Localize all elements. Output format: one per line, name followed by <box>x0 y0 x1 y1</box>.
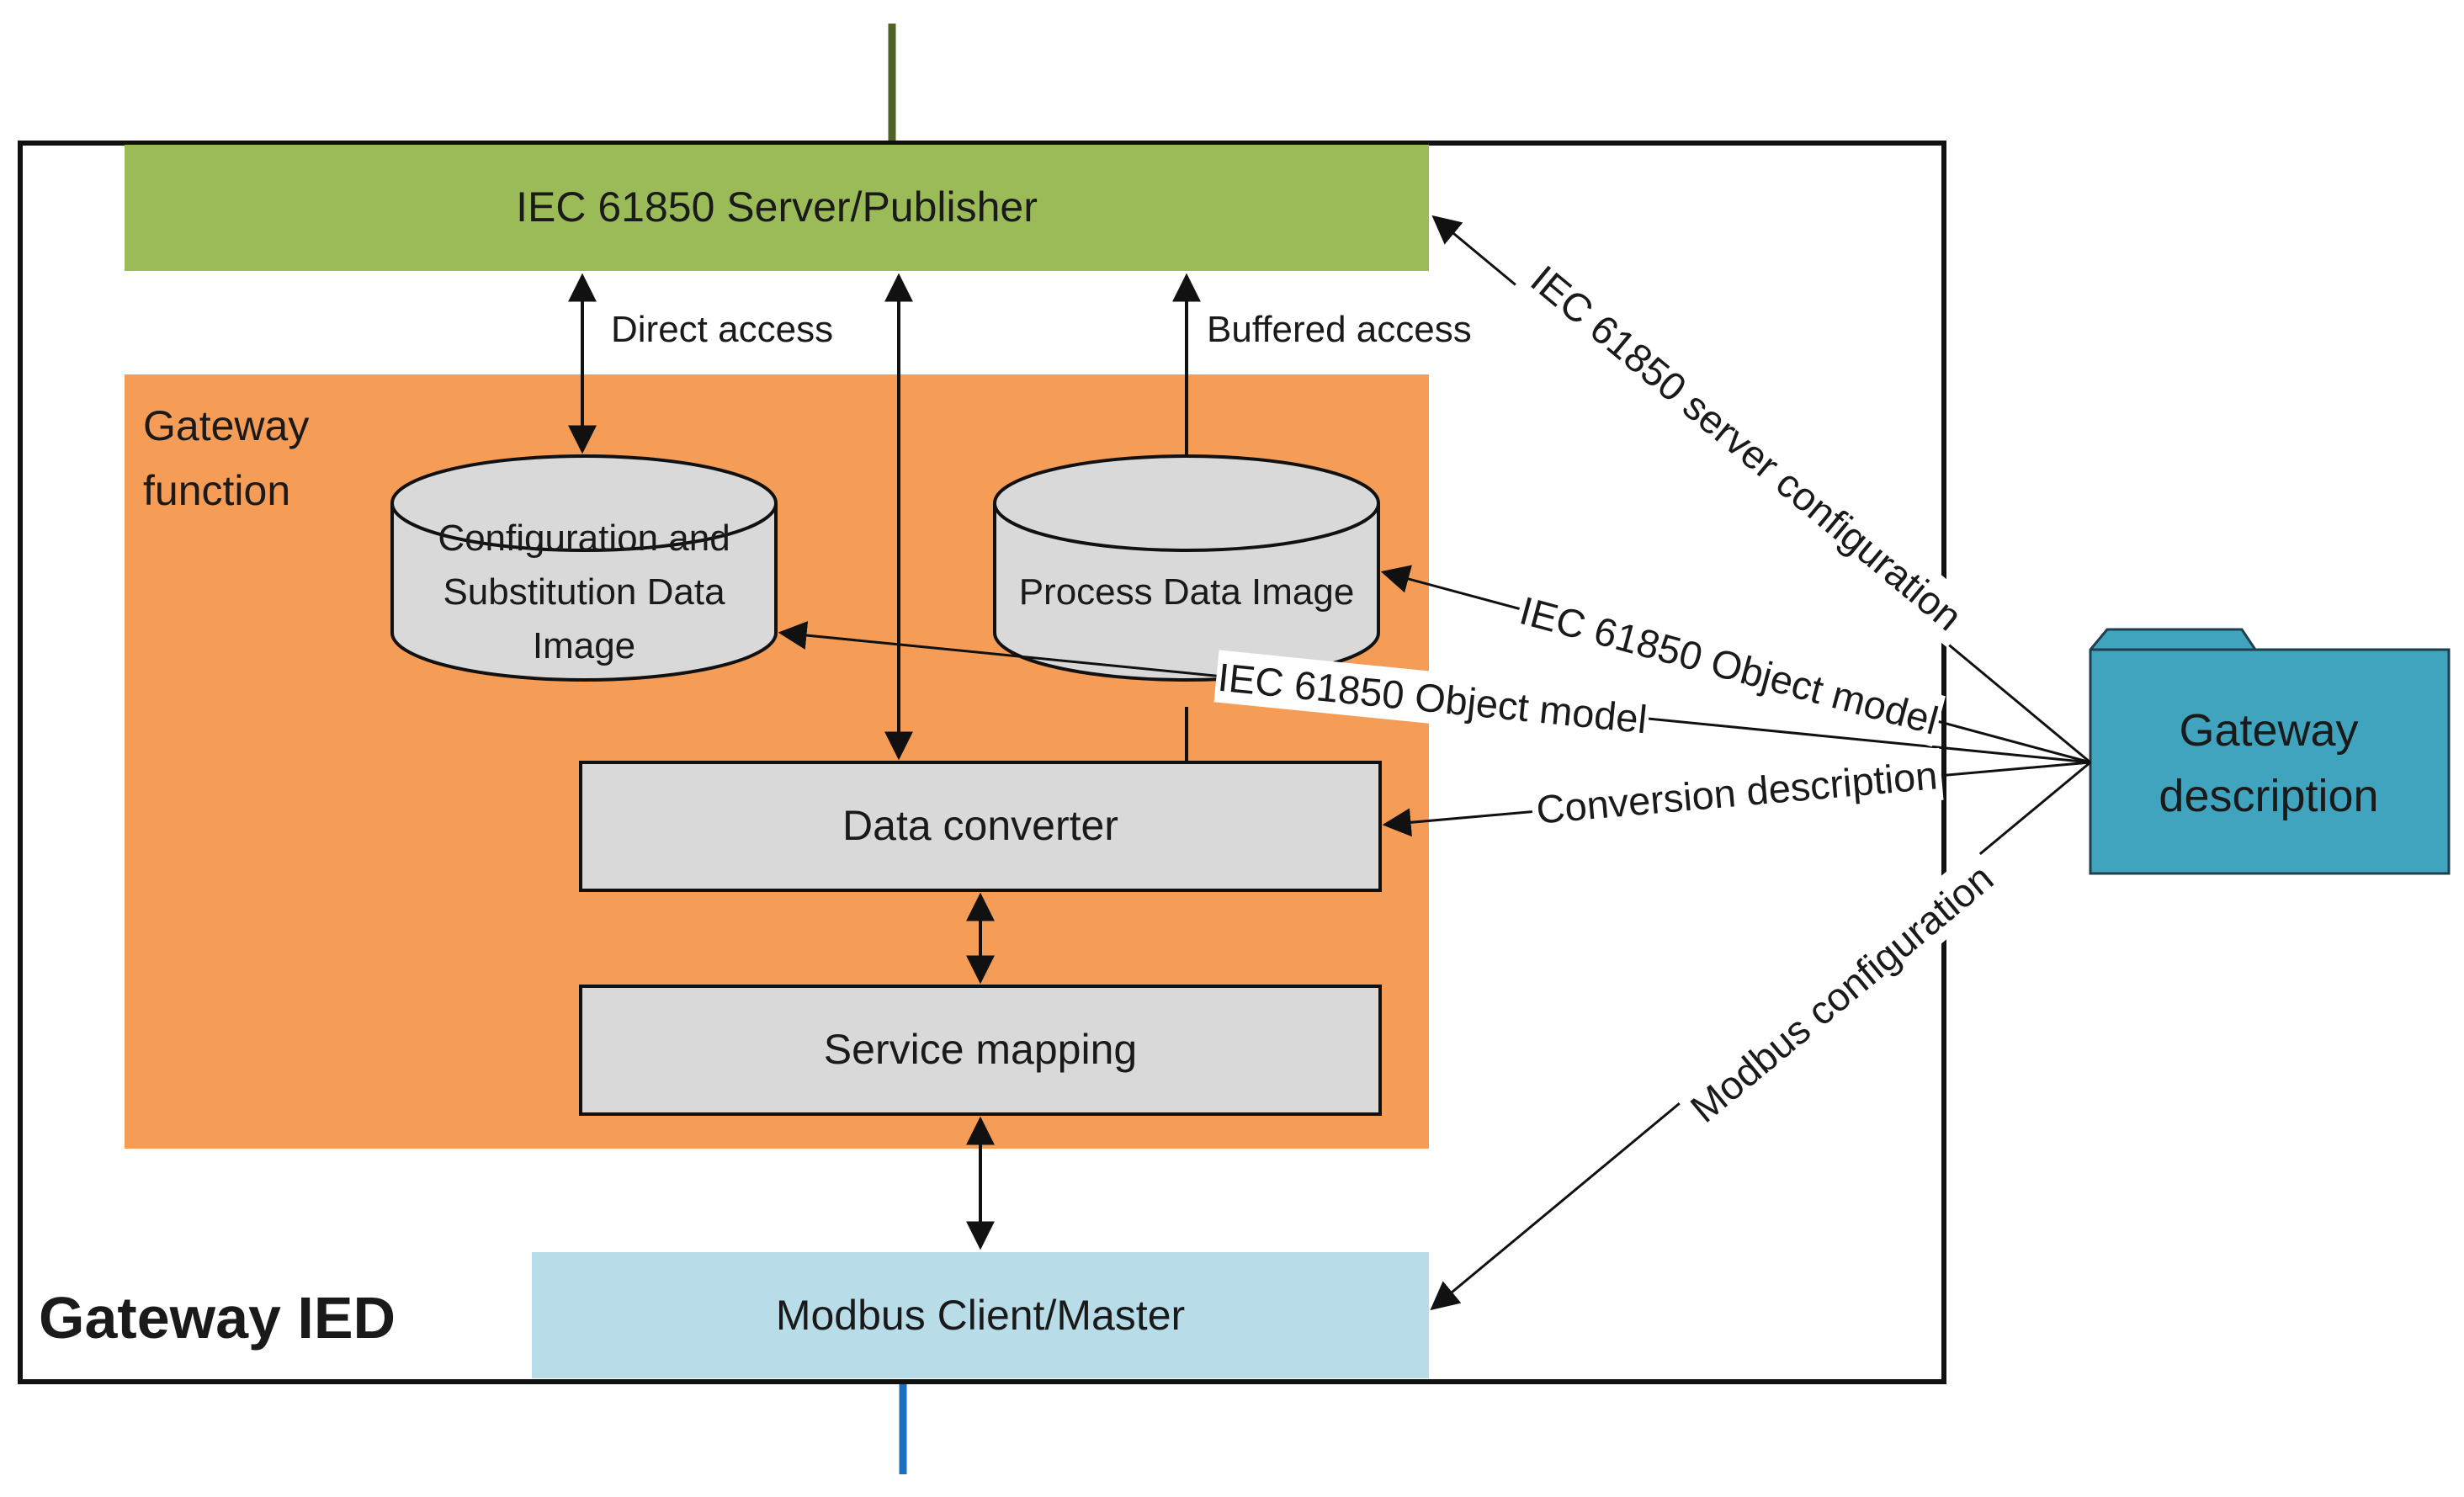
gateway-description-label: description <box>2159 771 2378 821</box>
modbus-client-label: Modbus Client/Master <box>776 1292 1185 1339</box>
direct-access-label: Direct access <box>611 309 833 350</box>
server-publisher-box <box>125 145 1429 271</box>
conversion-description-label: Conversion description <box>1534 752 1939 831</box>
data-converter-box <box>579 761 1382 892</box>
config-data-image-cylinder: Configuration and Substitution Data Imag… <box>390 454 778 682</box>
gateway-description-folder: Gateway description <box>2089 628 2451 875</box>
service-mapping-label: Service mapping <box>824 1026 1137 1073</box>
server-publisher-label: IEC 61850 Server/Publisher <box>516 183 1038 231</box>
config-data-image-label: Substitution Data <box>443 571 725 613</box>
service-mapping-box <box>579 985 1382 1116</box>
gateway-function-label: function <box>143 467 290 514</box>
process-data-image-cylinder: Process Data Image <box>993 454 1380 682</box>
config-data-image-label: Image <box>533 625 635 666</box>
gateway-description-label: Gateway <box>2179 705 2358 756</box>
process-data-image-label: Process Data Image <box>1019 571 1355 613</box>
buffered-access-label: Buffered access <box>1207 309 1472 350</box>
gateway-function-label: Gateway <box>143 402 309 449</box>
gateway-ied-label: Gateway IED <box>39 1285 396 1351</box>
gateway-ied-box <box>18 141 1946 1384</box>
modbus-client-box <box>532 1252 1429 1378</box>
server-configuration-label: IEC 61850 server configuration <box>1522 257 1970 640</box>
config-data-image-label: Configuration and <box>438 518 730 559</box>
modbus-configuration-label: Modbus configuration <box>1682 855 2002 1131</box>
data-converter-label: Data converter <box>842 802 1118 849</box>
